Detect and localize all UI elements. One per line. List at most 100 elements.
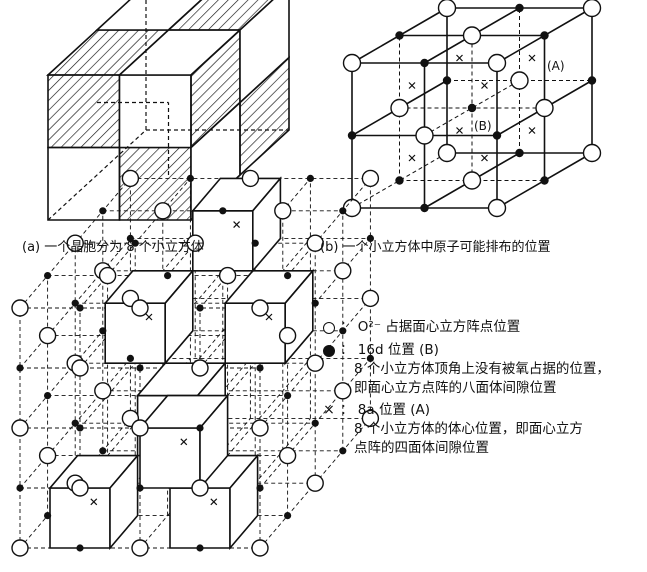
front-quadrant bbox=[47, 74, 121, 149]
cation-16d-dot bbox=[131, 239, 139, 247]
cation-8a-cross bbox=[528, 127, 536, 134]
oxygen-circle bbox=[71, 479, 89, 497]
oxygen-circle bbox=[462, 171, 482, 190]
cation-16d-dot bbox=[99, 207, 107, 215]
cross-stroke bbox=[481, 154, 488, 162]
cation-8a-cross bbox=[528, 54, 536, 62]
oxygen-circle bbox=[191, 359, 209, 377]
small-cube-side bbox=[229, 453, 259, 551]
oxygen-circle bbox=[11, 539, 29, 557]
legend-8a: × ： 8a 位置 (A) bbox=[318, 401, 640, 420]
cation-16d-dot bbox=[366, 354, 374, 362]
cation-8a-cross bbox=[456, 127, 463, 134]
legend-8a-text: 8a 位置 (A) bbox=[357, 402, 431, 418]
cation-8a-cross bbox=[408, 82, 416, 89]
oxygen-circle bbox=[66, 234, 84, 252]
cation-16d-dot bbox=[420, 203, 429, 213]
legend-16d-text: 16d 位置 (B) bbox=[357, 342, 439, 358]
oxygen-circle bbox=[218, 266, 237, 285]
caption-a: (a) 一个晶胞分为 8 个小立方体 bbox=[22, 240, 204, 255]
cation-16d-dot bbox=[467, 103, 477, 113]
cross-stroke bbox=[408, 82, 416, 89]
small-cube-front bbox=[49, 487, 111, 549]
oxygen-circle bbox=[131, 419, 149, 437]
legend-16d-desc1: 8 个小立方体顶角上没有被氧占据的位置， bbox=[354, 361, 610, 377]
oxygen-circle bbox=[251, 419, 269, 437]
legend: ： O²⁻ 占据面心立方阵点位置 ： 16d 位置 (B) 8 个小立方体顶角上… bbox=[318, 318, 640, 458]
right-quadrant bbox=[239, 0, 290, 105]
cation-16d-dot bbox=[284, 392, 292, 400]
legend-16d-desc2: 即面心立方点阵的八面体间隙位置 bbox=[354, 380, 557, 396]
cation-16d-dot bbox=[492, 131, 502, 140]
cation-8a-cross bbox=[265, 313, 273, 321]
cation-16d-dot bbox=[306, 174, 314, 182]
cation-16d-dot bbox=[136, 364, 144, 372]
cation-16d-dot bbox=[284, 511, 292, 520]
cation-16d-dot bbox=[420, 58, 429, 68]
cation-16d-dot bbox=[515, 3, 524, 13]
figure-c-spinel-structure bbox=[11, 169, 380, 557]
cation-16d-dot bbox=[71, 419, 79, 427]
cross-stroke bbox=[528, 54, 536, 62]
oxygen-circle bbox=[98, 266, 117, 285]
cation-8a-cross bbox=[481, 154, 488, 162]
cross-icon: × bbox=[323, 402, 335, 418]
cation-16d-dot bbox=[366, 234, 374, 242]
hidden-edge bbox=[424, 80, 520, 136]
oxygen-circle bbox=[278, 326, 297, 345]
oxygen-circle bbox=[342, 53, 362, 73]
small-cube-front bbox=[139, 427, 201, 489]
oxygen-circle bbox=[121, 169, 140, 188]
legend-8a-desc2: 点阵的四面体间隙位置 bbox=[354, 440, 489, 456]
figure-a-unit-cell bbox=[45, 0, 290, 222]
open-circle-icon bbox=[318, 318, 340, 337]
cation-16d-dot bbox=[99, 447, 107, 455]
cation-16d-dot bbox=[44, 511, 52, 520]
cation-16d-dot bbox=[16, 484, 24, 492]
figure-b-small-cube bbox=[342, 0, 602, 218]
oxygen-circle bbox=[306, 354, 324, 372]
cation-8a-cross bbox=[90, 498, 98, 506]
cation-16d-dot bbox=[44, 272, 52, 280]
cation-16d-dot bbox=[196, 304, 204, 312]
oxygen-circle bbox=[38, 446, 57, 465]
cation-16d-dot bbox=[136, 484, 144, 492]
oxygen-circle bbox=[131, 299, 149, 317]
cation-8a-cross bbox=[456, 54, 463, 62]
oxygen-circle bbox=[437, 143, 457, 163]
hidden-edge bbox=[351, 152, 448, 209]
filled-dot-icon bbox=[318, 341, 340, 360]
cross-stroke bbox=[456, 54, 463, 62]
small-cube-side bbox=[199, 393, 229, 491]
cation-16d-dot bbox=[540, 176, 549, 185]
cation-16d-dot bbox=[339, 207, 347, 215]
legend-16d-sep: ： bbox=[340, 342, 354, 358]
cross-stroke bbox=[265, 313, 273, 321]
cross-stroke bbox=[456, 127, 463, 134]
oxygen-circle bbox=[154, 202, 172, 220]
cross-stroke bbox=[233, 221, 241, 229]
cation-16d-dot bbox=[251, 239, 259, 247]
oxygen-circle bbox=[191, 479, 209, 497]
oxygen-circle bbox=[131, 539, 149, 557]
oxygen-circle bbox=[306, 474, 324, 492]
legend-o2-sep: ： bbox=[340, 319, 354, 335]
oxygen-circle bbox=[11, 299, 29, 317]
top-quadrant bbox=[94, 0, 203, 31]
cation-16d-dot bbox=[347, 131, 357, 140]
oxygen-circle bbox=[306, 234, 324, 252]
oxygen-circle bbox=[361, 169, 380, 188]
oxygen-circle bbox=[274, 202, 292, 220]
oxygen-circle bbox=[94, 382, 112, 400]
cation-8a-cross bbox=[233, 221, 241, 229]
cation-16d-dot bbox=[16, 364, 24, 372]
cation-8a-cross bbox=[180, 438, 188, 446]
small-cube-front bbox=[169, 487, 231, 549]
small-cube-side bbox=[252, 176, 282, 273]
cation-16d-dot bbox=[196, 544, 204, 552]
hidden-edge bbox=[47, 129, 147, 221]
oxygen-circle bbox=[342, 198, 362, 218]
label-b-position: (B) bbox=[474, 119, 492, 133]
cation-16d-dot bbox=[76, 304, 84, 312]
cation-8a-cross bbox=[408, 154, 416, 162]
